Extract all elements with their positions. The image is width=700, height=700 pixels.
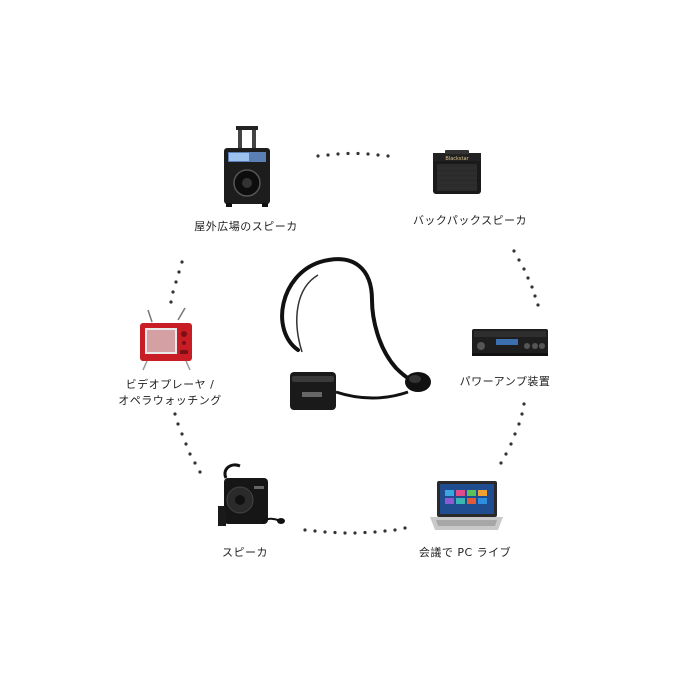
- dots-top-left: [169, 260, 184, 304]
- laptop-icon: [430, 481, 503, 530]
- device-label-video: ビデオプレーヤ / オペラウォッチング: [100, 377, 240, 409]
- dots-top-right: [512, 249, 540, 307]
- device-label-outdoor: 屋外広場のスピーカ: [194, 220, 298, 233]
- device-label-backpack: バックパックスピーカ: [412, 214, 528, 227]
- rack-amplifier-icon: [472, 329, 548, 356]
- headset-microphone-icon: [280, 257, 431, 410]
- waist-speaker-icon: [218, 463, 285, 526]
- device-label-power-amp: パワーアンプ装置: [459, 375, 551, 388]
- trolley-speaker-icon: [224, 126, 270, 207]
- svg-text:Blackstar: Blackstar: [445, 156, 469, 162]
- dots-top: [316, 151, 390, 158]
- dots-bottom-left: [173, 412, 202, 474]
- device-label-speaker: スピーカ: [222, 546, 268, 559]
- portable-tv-icon: [140, 307, 192, 371]
- device-label-video-line2: オペラウォッチング: [118, 394, 222, 407]
- dots-bottom-right: [499, 402, 526, 465]
- amp-speaker-icon: Blackstar: [433, 150, 481, 194]
- device-label-video-line1: ビデオプレーヤ /: [125, 378, 215, 391]
- device-label-pc: 会議で PC ライブ: [418, 546, 512, 559]
- dots-bottom: [303, 526, 407, 535]
